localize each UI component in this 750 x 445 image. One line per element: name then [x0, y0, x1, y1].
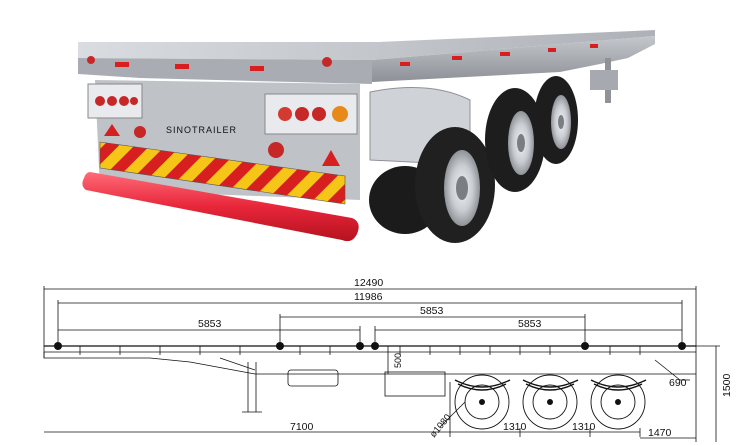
- label-overall-length: 12490: [354, 277, 383, 289]
- label-deck-height-detail: 690: [669, 377, 687, 389]
- side-reflectors: [115, 44, 598, 71]
- frame-bottom: [43, 352, 696, 375]
- side-view-drawing: 12490 11986 5853 5853 5853 7100 1310 131…: [43, 277, 733, 442]
- rear-light-box-right: [264, 93, 358, 135]
- label-axle-spacing-1: 1310: [503, 421, 527, 433]
- rear-axle-wheels: [369, 127, 495, 243]
- leaf-springs: [454, 379, 647, 391]
- front-axle-wheels: [534, 76, 578, 164]
- warning-triangle-right: [322, 150, 340, 166]
- drawing-wheels: [454, 374, 646, 430]
- label-deck-length: 11986: [354, 291, 383, 303]
- deck-side: [372, 36, 655, 82]
- rear-plate-text: SINOTRAILER: [166, 125, 237, 135]
- toolbox: [287, 369, 339, 387]
- label-twistlock-spacing-3: 5853: [518, 318, 542, 330]
- corner-light-right: [322, 57, 332, 67]
- label-twistlock-spacing-2: 5853: [420, 305, 444, 317]
- reflector-circle-right: [268, 142, 284, 158]
- front-frame: [590, 70, 618, 90]
- label-axle-spacing-2: 1310: [572, 421, 596, 433]
- warning-stripe-bar: [99, 141, 346, 205]
- rear-beam: [78, 58, 372, 84]
- twist-locks: [54, 342, 686, 350]
- rear-light-box-left: [87, 83, 143, 119]
- label-kingpin-distance: 7100: [290, 421, 314, 433]
- deck-top: [78, 30, 655, 60]
- label-overall-height: 1500: [721, 373, 733, 397]
- label-rear-overhang: 1470: [648, 427, 672, 439]
- middle-axle-wheels: [485, 88, 545, 192]
- warning-triangle-left: [104, 124, 120, 136]
- corner-light-left: [87, 56, 95, 64]
- red-bumper: [82, 172, 359, 242]
- label-twistlock-spacing-1: 5853: [198, 318, 222, 330]
- trailer-photo: SINOTRAILER: [78, 30, 655, 243]
- reflector-circle-left: [134, 126, 146, 138]
- crossmember-ticks: [79, 346, 641, 355]
- label-frame-height: 500: [393, 353, 403, 368]
- spare-box: [384, 371, 446, 397]
